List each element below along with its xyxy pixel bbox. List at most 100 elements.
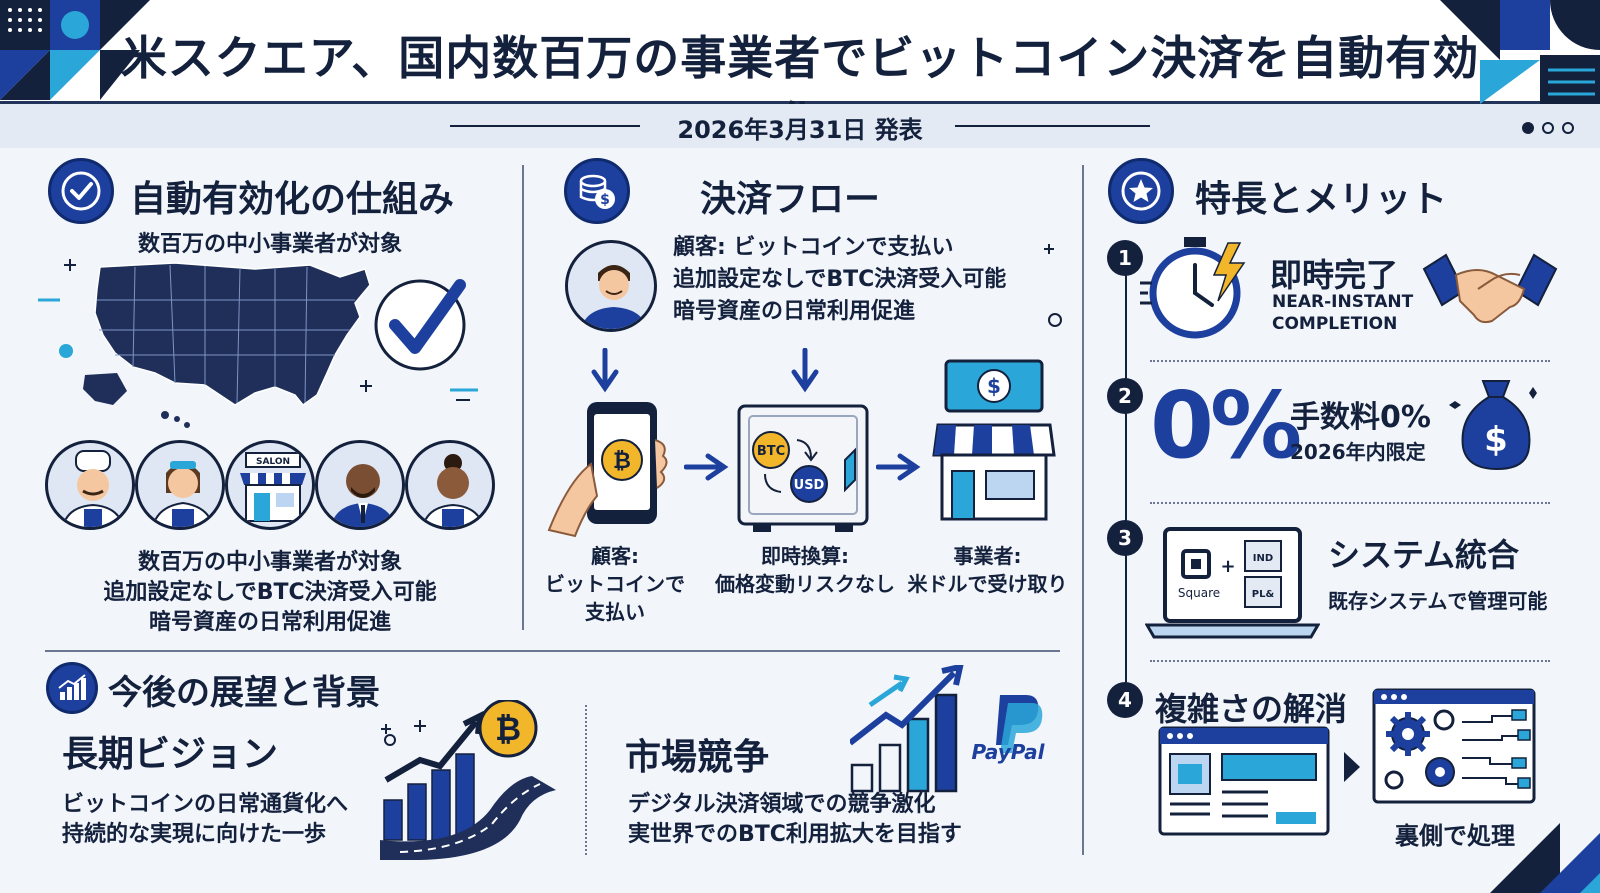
document-label: PL& bbox=[1252, 589, 1275, 600]
arrow-right-icon bbox=[684, 453, 729, 481]
flow-intro-line: 顧客: ビットコインで支払い bbox=[673, 235, 954, 260]
checkmark-icon bbox=[360, 279, 478, 401]
laptop-integration-icon: Square + IND PL& bbox=[1145, 527, 1320, 639]
market-line: デジタル決済領域での競争激化 bbox=[628, 792, 936, 817]
feature-title: システム統合 bbox=[1328, 536, 1520, 574]
coin-stack-icon: $ bbox=[564, 158, 630, 224]
stopwatch-icon bbox=[1140, 237, 1246, 339]
feature-title: 複雑さの解消 bbox=[1155, 690, 1348, 728]
flow-step-label: 即時換算: bbox=[761, 544, 849, 568]
market-title: 市場競争 bbox=[625, 737, 770, 778]
arrow-down-icon bbox=[791, 348, 819, 393]
mechanism-subtitle: 数百万の中小事業者が対象 bbox=[138, 232, 403, 257]
woman-avatar bbox=[405, 440, 495, 530]
mechanism-title: 自動有効化の仕組み bbox=[130, 179, 455, 220]
merchant-store-icon: $ bbox=[932, 359, 1056, 521]
date-rule-left bbox=[450, 125, 640, 127]
flow-intro-line: 暗号資産の日常利用促進 bbox=[673, 299, 916, 324]
us-map-icon bbox=[83, 262, 371, 428]
chart-icon bbox=[46, 662, 98, 714]
money-bag-icon: $ bbox=[1449, 380, 1537, 471]
feature-title: 即時完了 bbox=[1270, 256, 1399, 294]
chef-avatar bbox=[45, 440, 135, 530]
svg-text:$: $ bbox=[987, 374, 1001, 398]
market-growth-chart-icon: PayPal bbox=[850, 665, 1046, 793]
check-circle-icon bbox=[48, 158, 114, 224]
dot-indicator bbox=[1562, 122, 1574, 134]
market-line: 実世界でのBTC利用拡大を目指す bbox=[628, 822, 962, 847]
flow-step-desc: 米ドルで受け取り bbox=[907, 572, 1068, 596]
feature-sub: COMPLETION bbox=[1272, 314, 1398, 334]
outlook-title: 今後の展望と背景 bbox=[108, 673, 380, 713]
flow-step-desc: 支払い bbox=[585, 600, 645, 624]
document-label: IND bbox=[1253, 553, 1273, 564]
zero-percent: 0% bbox=[1150, 372, 1302, 479]
arrow-right-icon bbox=[876, 453, 921, 481]
phone-bitcoin-icon: ₿ bbox=[547, 402, 668, 538]
paypal-logo-text: PayPal bbox=[971, 740, 1045, 764]
feature-separator bbox=[1150, 660, 1550, 662]
corner-decoration-bottom bbox=[1490, 823, 1600, 893]
growth-road-bitcoin-icon: ₿ bbox=[380, 700, 556, 860]
dot-indicator bbox=[1542, 122, 1554, 134]
sparkle-decoration bbox=[1044, 244, 1062, 327]
mechanism-line: 暗号資産の日常利用促進 bbox=[148, 610, 391, 635]
svg-text:$: $ bbox=[1484, 420, 1508, 460]
feature-separator bbox=[1150, 360, 1550, 362]
feature-number: 4 bbox=[1107, 682, 1143, 718]
svg-text:+: + bbox=[1220, 556, 1235, 577]
worker-avatar bbox=[135, 440, 225, 530]
column-divider bbox=[522, 165, 524, 630]
features-title: 特長とメリット bbox=[1195, 179, 1448, 220]
feature-number: 1 bbox=[1107, 240, 1143, 276]
flow-intro-line: 追加設定なしでBTC決済受入可能 bbox=[673, 267, 1007, 292]
feature-separator bbox=[1150, 502, 1550, 504]
svg-text:₿: ₿ bbox=[495, 710, 521, 748]
feature-sub: 裏側で処理 bbox=[1395, 822, 1515, 850]
svg-text:$: $ bbox=[600, 192, 610, 208]
page-title: 米スクエア、国内数百万の事業者でビットコイン決済を自動有効化 bbox=[120, 31, 1480, 151]
section-divider bbox=[45, 650, 1060, 652]
feature-title: 手数料0% bbox=[1290, 400, 1431, 435]
handshake-icon bbox=[1422, 253, 1558, 324]
title-band bbox=[0, 0, 1600, 104]
dot-indicator bbox=[1522, 122, 1534, 134]
flow-step-desc: ビットコインで bbox=[545, 572, 685, 596]
date-rule-right bbox=[955, 125, 1150, 127]
mechanism-line: 数百万の中小事業者が対象 bbox=[137, 550, 402, 575]
salon-sign: SALON bbox=[256, 457, 290, 467]
corner-decoration-right bbox=[1440, 0, 1600, 104]
date-band bbox=[0, 104, 1600, 148]
mechanism-line: 追加設定なしでBTC決済受入可能 bbox=[103, 580, 437, 605]
customer-avatar bbox=[565, 240, 657, 332]
flow-step-label: 顧客: bbox=[591, 544, 639, 568]
vision-line: 持続的な実現に向けた一歩 bbox=[62, 822, 327, 847]
usd-label: USD bbox=[794, 478, 825, 493]
flow-step-desc: 価格変動リスクなし bbox=[715, 572, 895, 596]
timeline-line bbox=[1125, 250, 1127, 710]
sparkle-decoration bbox=[38, 259, 76, 358]
storefront-avatar: SALON bbox=[225, 440, 315, 530]
browser-window-icon bbox=[1158, 726, 1330, 836]
feature-sub: 既存システムで管理可能 bbox=[1328, 589, 1548, 613]
btc-label: BTC bbox=[757, 444, 785, 459]
businessman-avatar bbox=[315, 440, 405, 530]
svg-text:₿: ₿ bbox=[613, 449, 631, 474]
column-divider-dotted bbox=[585, 705, 587, 855]
column-divider bbox=[1082, 165, 1084, 855]
corner-decoration-left bbox=[0, 0, 150, 100]
feature-sub: NEAR-INSTANT bbox=[1272, 292, 1414, 312]
feature-number: 3 bbox=[1107, 520, 1143, 556]
vision-line: ビットコインの日常通貨化へ bbox=[62, 792, 349, 817]
flow-step-label: 事業者: bbox=[953, 544, 1022, 568]
flow-title: 決済フロー bbox=[700, 179, 881, 220]
feature-sub: 2026年内限定 bbox=[1290, 440, 1426, 464]
vision-title: 長期ビジョン bbox=[62, 734, 279, 775]
conversion-safe-icon: BTC USD bbox=[737, 404, 869, 532]
chevron-right-icon bbox=[1344, 752, 1360, 782]
feature-number: 2 bbox=[1107, 378, 1143, 414]
star-icon bbox=[1108, 158, 1174, 224]
gears-processing-icon bbox=[1372, 688, 1536, 804]
arrow-down-icon bbox=[591, 348, 619, 393]
announcement-date: 2026年3月31日 発表 bbox=[677, 116, 923, 144]
